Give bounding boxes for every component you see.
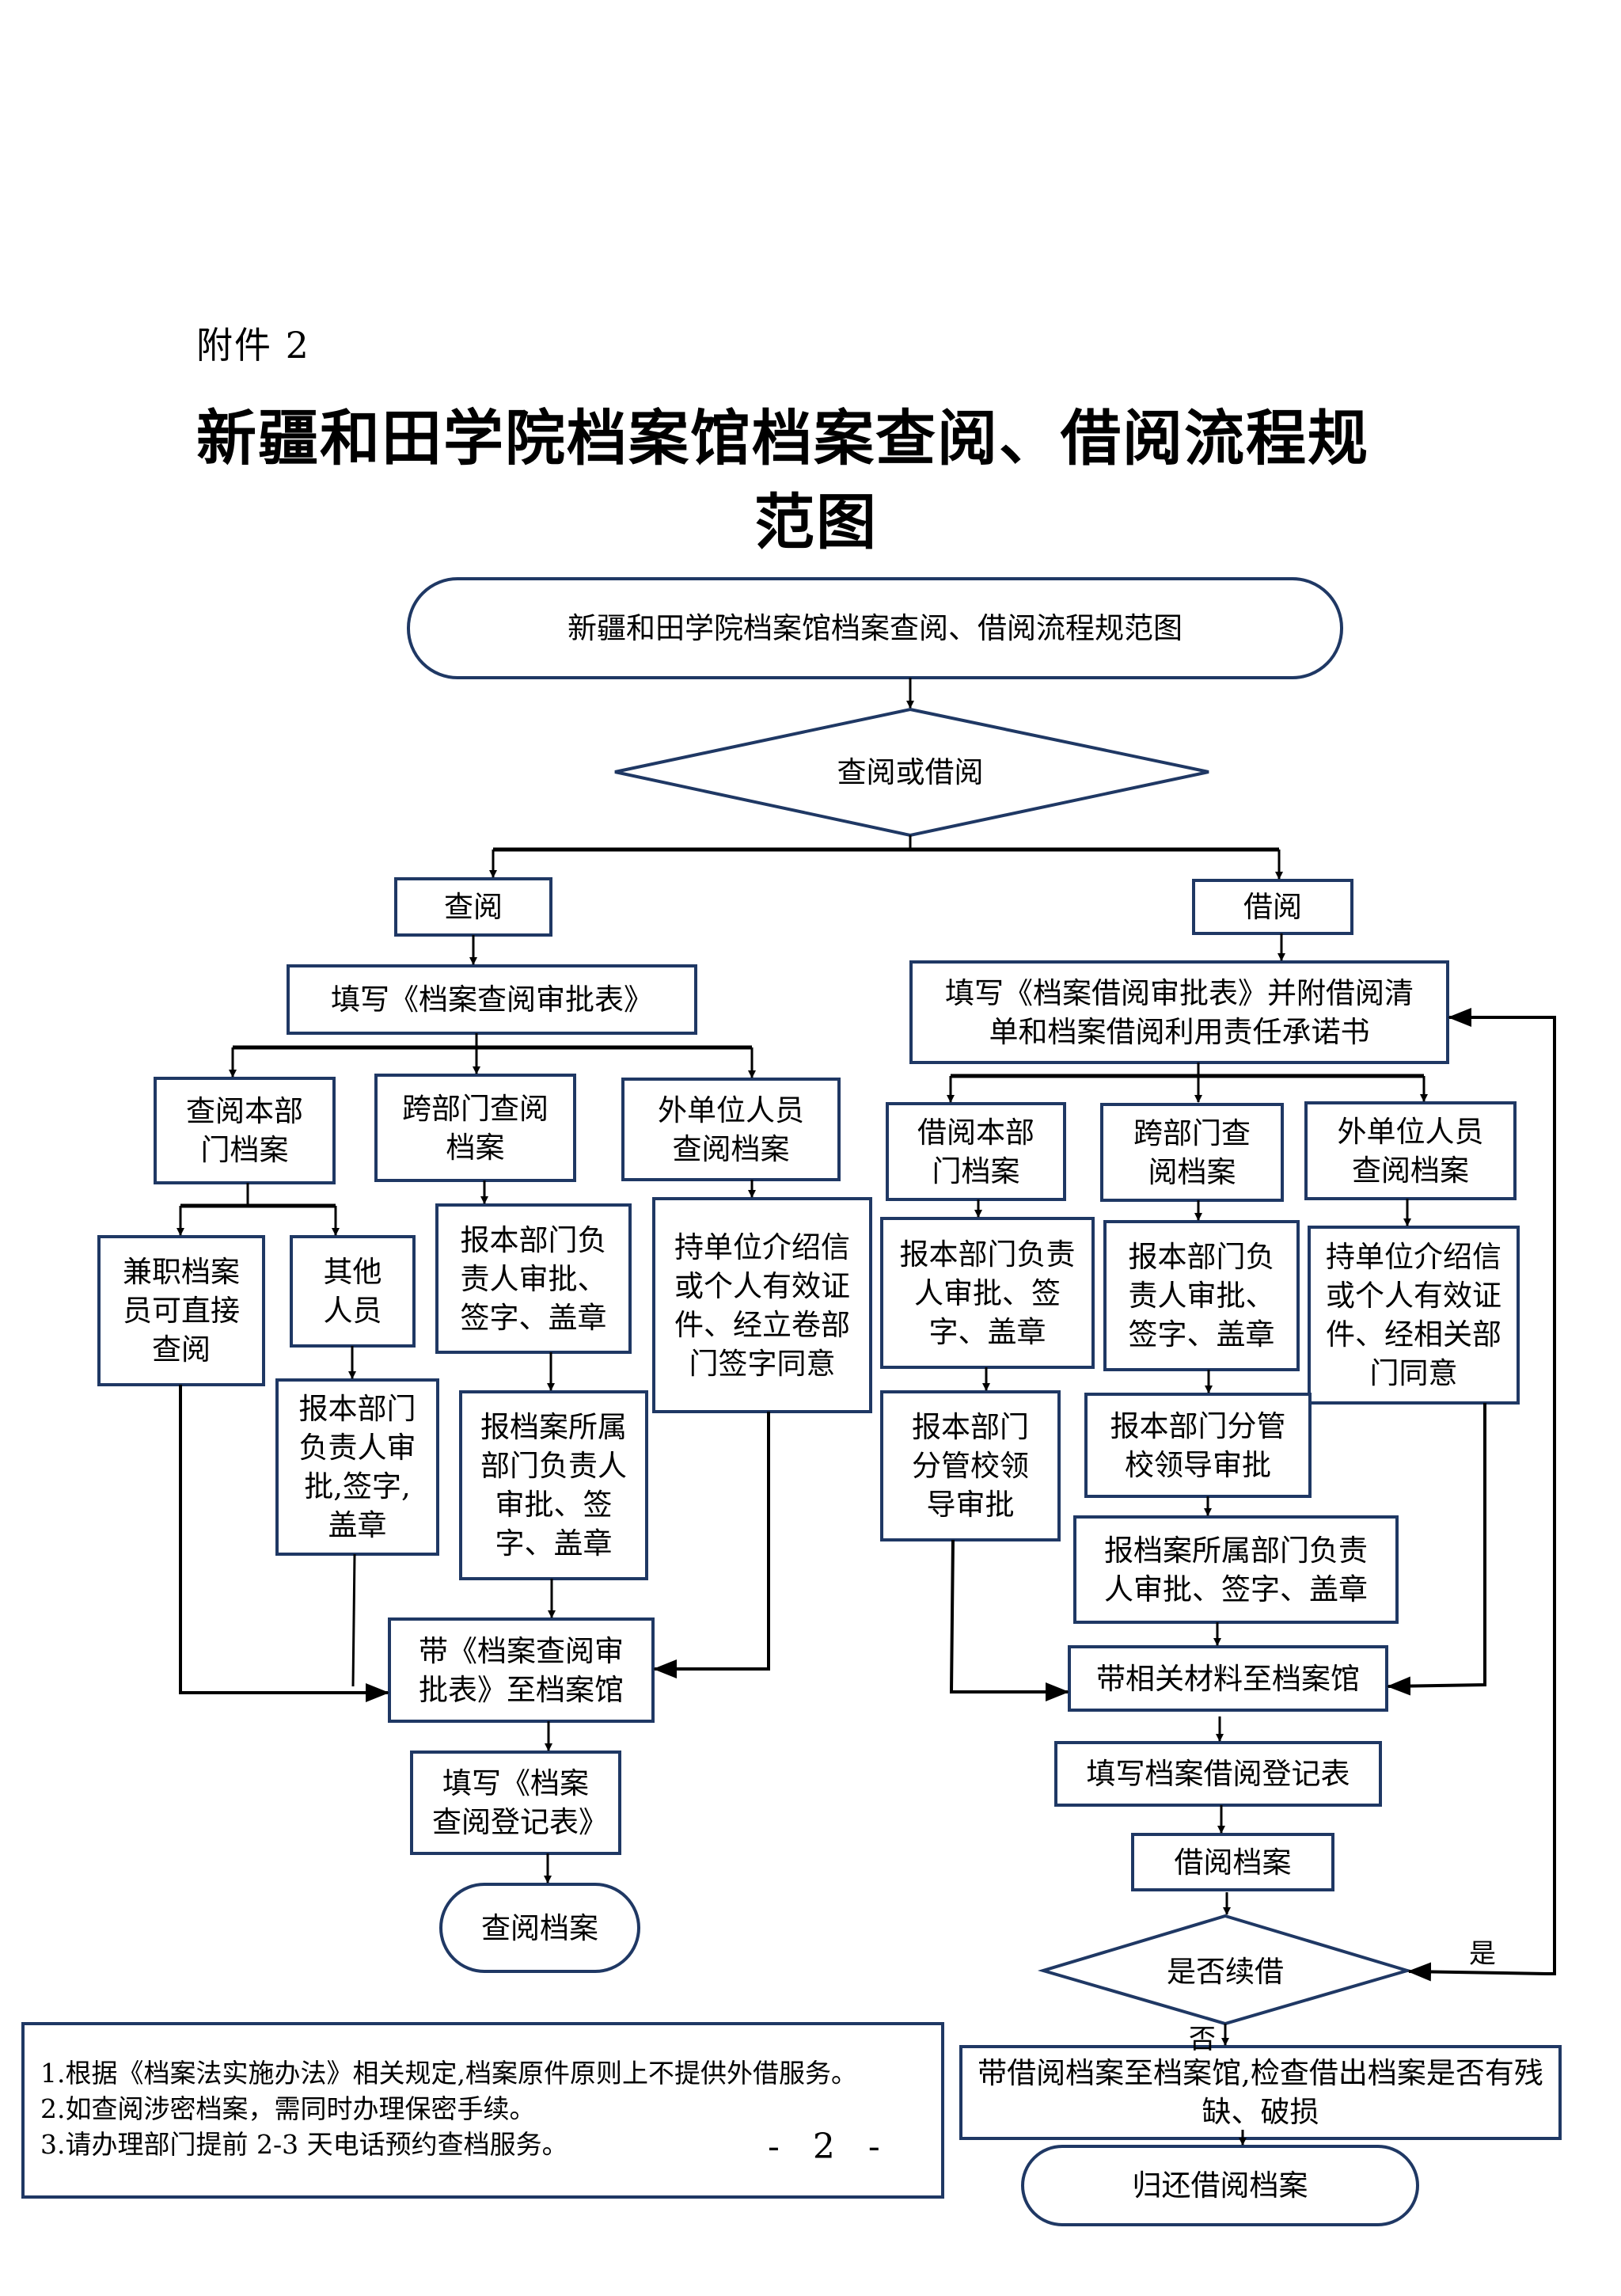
- page-number: - 2 -: [768, 2127, 891, 2167]
- note-item: 2.如查阅涉密档案，需同时办理保密手续。: [40, 2093, 536, 2124]
- consult-owner-approval-shape: [459, 1390, 648, 1580]
- part-time-archivist-shape: [97, 1235, 265, 1386]
- consult-external-req-box: 持单位介绍信或个人有效证件、经立卷部门签字同意: [674, 1230, 850, 1381]
- consult-cross-dept-box: 跨部门查阅档案: [402, 1091, 549, 1165]
- other-staff-shape: [290, 1235, 416, 1348]
- consult-box: 查阅: [444, 890, 503, 924]
- consult-owner-approval-box: 报档案所属部门负责人审批、签字、盖章: [480, 1410, 627, 1560]
- borrow-own-leader-box: 报本部门分管校领导审批: [912, 1410, 1029, 1522]
- borrow-external-req-box: 持单位介绍信或个人有效证件、经相关部门同意: [1326, 1240, 1501, 1390]
- consult-end-terminal: 查阅档案: [481, 1910, 598, 1945]
- borrow-owner-approval-box: 报档案所属部门负责人审批、签字、盖章: [1104, 1533, 1368, 1606]
- start-terminal-shape: [407, 577, 1343, 679]
- borrow-archive-shape: [1131, 1833, 1334, 1891]
- consult-register-box: 填写《档案查阅登记表》: [432, 1766, 608, 1839]
- consult-cross-approval-shape: [435, 1203, 632, 1354]
- consult-bring-form-box: 带《档案查阅审批表》至档案馆: [419, 1633, 624, 1707]
- borrow-cross-approval-shape: [1103, 1220, 1300, 1371]
- consult-external-shape: [621, 1078, 841, 1181]
- connector: [1387, 1403, 1486, 1696]
- connector: [351, 1553, 356, 1687]
- consult-bring-form-shape: [388, 1617, 655, 1723]
- renew-yes-label: 是: [1469, 1938, 1496, 1970]
- renew-yes-connector: [1448, 1008, 1556, 1975]
- borrow-cross-leader-shape: [1084, 1393, 1312, 1498]
- other-staff-approval-shape: [275, 1378, 439, 1556]
- borrow-own-approval-box: 报本部门负责人审批、签字、盖章: [899, 1237, 1076, 1349]
- notes-box-shape: [21, 2022, 944, 2199]
- borrow-bring-materials-box: 带相关材料至档案馆: [1096, 1661, 1360, 1696]
- decision-type: 查阅或借阅: [837, 755, 984, 789]
- page-title-line-2: 范图: [754, 487, 878, 557]
- note-item: 3.请办理部门提前 2-3 天电话预约查档服务。: [40, 2129, 568, 2160]
- connector: [653, 1412, 770, 1678]
- borrow-own-approval-shape: [880, 1217, 1095, 1369]
- renew-yes-connector: [1407, 1962, 1547, 1982]
- borrow-cross-dept-shape: [1100, 1103, 1284, 1202]
- borrow-register-box: 填写档案借阅登记表: [1086, 1757, 1350, 1791]
- attachment-label: 附件 2: [196, 324, 310, 367]
- borrow-archive-box: 借阅档案: [1174, 1845, 1292, 1880]
- consult-cross-approval-box: 报本部门负责人审批、签字、盖章: [460, 1222, 607, 1335]
- consult-external-box: 外单位人员查阅档案: [658, 1093, 804, 1166]
- borrow-fill-form-shape: [909, 960, 1449, 1064]
- borrow-external-shape: [1304, 1101, 1517, 1200]
- borrow-bring-materials-shape: [1068, 1645, 1388, 1712]
- page-title-line-1: 新疆和田学院档案馆档案查阅、借阅流程规: [196, 403, 1369, 473]
- borrow-box-shape: [1192, 879, 1353, 935]
- consult-own-dept-shape: [154, 1077, 336, 1184]
- borrow-fill-form-box: 填写《档案借阅审批表》并附借阅清单和档案借阅利用责任承诺书: [945, 975, 1414, 1049]
- borrow-cross-leader-box: 报本部门分管校领导审批: [1110, 1408, 1286, 1482]
- return-check-shape: [959, 2045, 1562, 2140]
- consult-end-shape: [439, 1883, 640, 1973]
- consult-external-req-shape: [652, 1197, 872, 1413]
- note-item: 1.根据《档案法实施办法》相关规定,档案原件原则上不提供外借服务。: [40, 2058, 857, 2089]
- notes-box: 1.根据《档案法实施办法》相关规定,档案原件原则上不提供外借服务。 2.如查阅涉…: [23, 2024, 943, 2197]
- connector: [179, 1385, 389, 1702]
- connector: [949, 1539, 1069, 1701]
- renew-decision: 是否续借: [1167, 1954, 1284, 1989]
- other-staff-box: 其他人员: [323, 1255, 382, 1328]
- borrow-owner-approval-shape: [1073, 1515, 1399, 1624]
- borrow-register-shape: [1054, 1741, 1382, 1807]
- borrow-own-dept-box: 借阅本部门档案: [917, 1115, 1034, 1188]
- start-terminal: 新疆和田学院档案馆档案查阅、借阅流程规范图: [568, 611, 1183, 645]
- borrow-own-dept-shape: [886, 1102, 1066, 1201]
- borrow-own-leader-shape: [880, 1390, 1061, 1541]
- borrow-end-shape: [1021, 2145, 1419, 2226]
- borrow-cross-approval-box: 报本部门负责人审批、签字、盖章: [1128, 1240, 1275, 1351]
- borrow-external-req-shape: [1308, 1226, 1520, 1405]
- consult-cross-dept-shape: [374, 1074, 576, 1182]
- consult-register-shape: [410, 1751, 621, 1855]
- borrow-cross-dept-box: 跨部门查阅档案: [1133, 1116, 1251, 1189]
- borrow-external-box: 外单位人员查阅档案: [1337, 1114, 1484, 1188]
- borrow-end-terminal: 归还借阅档案: [1132, 2169, 1308, 2203]
- part-time-archivist-box: 兼职档案员可直接查阅: [123, 1255, 240, 1367]
- consult-fill-form-box: 填写《档案查阅审批表》: [331, 983, 653, 1017]
- return-check-box: 带借阅档案至档案馆,检查借出档案是否有残缺、破损: [978, 2056, 1543, 2129]
- borrow-box: 借阅: [1243, 890, 1302, 924]
- renew-no-label: 否: [1189, 2024, 1216, 2055]
- consult-own-dept-box: 查阅本部门档案: [186, 1094, 303, 1167]
- consult-fill-form-shape: [287, 964, 697, 1035]
- other-staff-approval-box: 报本部门负责人审批,签字,盖章: [298, 1392, 416, 1542]
